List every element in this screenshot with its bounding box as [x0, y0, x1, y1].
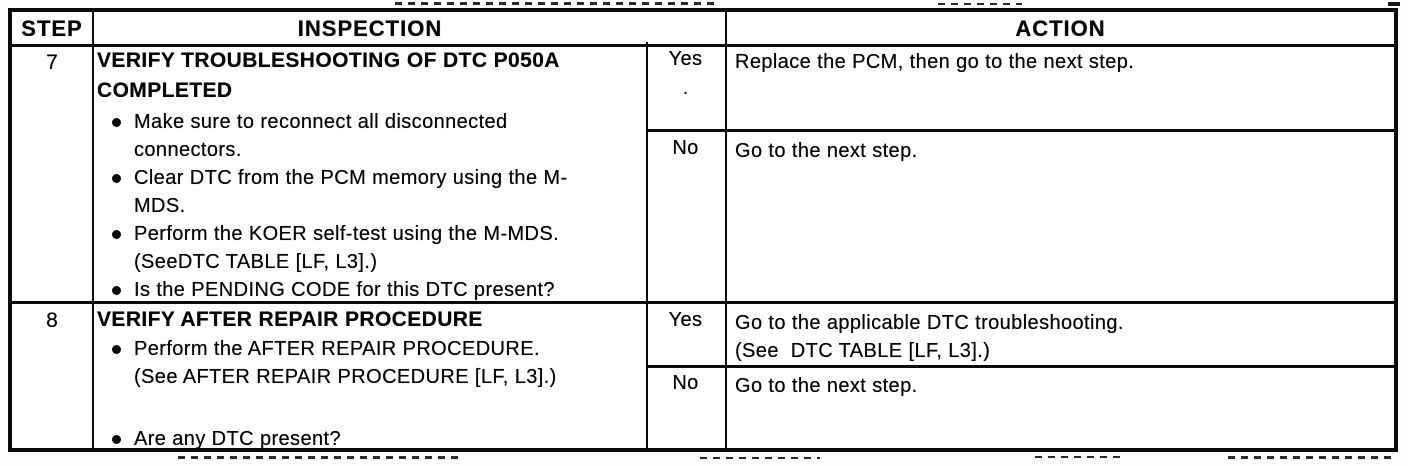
inspection-title: VERIFY TROUBLESHOOTING OF DTC P050A COMP…	[97, 49, 560, 102]
inspection-title: VERIFY AFTER REPAIR PROCEDURE	[97, 308, 483, 331]
table-gridline-yesno-left	[646, 42, 648, 448]
table-gridline-yesno-divider-row7	[646, 129, 1394, 132]
bullet-icon	[112, 435, 121, 444]
scan-noise	[938, 3, 1022, 5]
bullet-icon	[112, 174, 121, 183]
step-number: 8	[46, 309, 58, 332]
inspection-bullet: Make sure to reconnect all disconnected …	[134, 111, 508, 161]
scan-artifact-dot: .	[682, 77, 689, 99]
table-gridline-step-col	[92, 12, 94, 448]
step-number: 7	[46, 51, 58, 74]
inspection-bullet-list: Perform the AFTER REPAIR PROCEDURE. (See…	[97, 335, 642, 453]
inspection-cell: VERIFY TROUBLESHOOTING OF DTC P050A COMP…	[97, 46, 642, 304]
bullet-icon	[112, 230, 121, 239]
scan-noise	[178, 456, 463, 459]
yes-label: Yes	[668, 48, 703, 70]
table-gridline-header-bottom	[12, 44, 1394, 47]
table-gridline-yesno-divider-row8	[646, 365, 1394, 368]
yes-label: Yes	[668, 309, 703, 331]
list-item: Perform the KOER self-test using the M-M…	[97, 220, 642, 276]
bullet-icon	[112, 118, 121, 127]
action-cell: Replace the PCM, then go to the next ste…	[735, 51, 1135, 73]
list-item: Make sure to reconnect all disconnected …	[97, 108, 642, 164]
inspection-bullet-list: Make sure to reconnect all disconnected …	[97, 108, 642, 304]
action-cell: Go to the next step.	[735, 140, 918, 162]
list-item: Clear DTC from the PCM memory using the …	[97, 164, 642, 220]
list-item: Is the PENDING CODE for this DTC present…	[97, 276, 642, 304]
action-cell: Go to the next step.	[735, 375, 918, 397]
scan-noise	[700, 457, 820, 459]
no-label: No	[672, 137, 699, 159]
column-header-inspection: INSPECTION	[297, 16, 443, 41]
bullet-icon	[112, 345, 121, 354]
troubleshooting-table: STEP INSPECTION ACTION 7 VERIFY TROUBLES…	[8, 8, 1398, 452]
inspection-bullet: Perform the AFTER REPAIR PROCEDURE. (See…	[134, 338, 557, 388]
inspection-bullet: Is the PENDING CODE for this DTC present…	[134, 279, 555, 301]
inspection-bullet: Clear DTC from the PCM memory using the …	[134, 167, 568, 217]
scan-noise	[395, 2, 715, 5]
action-cell: Go to the applicable DTC troubleshooting…	[735, 312, 1124, 362]
column-header-step: STEP	[21, 16, 83, 41]
scan-noise	[1388, 2, 1400, 6]
bullet-icon	[112, 286, 121, 295]
table-gridline-action-col	[725, 12, 727, 448]
column-header-action: ACTION	[1015, 16, 1106, 41]
inspection-bullet: Perform the KOER self-test using the M-M…	[134, 223, 560, 273]
list-item: Perform the AFTER REPAIR PROCEDURE. (See…	[97, 335, 642, 391]
table-gridline-row-divider	[12, 301, 1394, 304]
no-label: No	[672, 372, 699, 394]
inspection-cell: VERIFY AFTER REPAIR PROCEDURE Perform th…	[97, 307, 642, 453]
scan-noise	[1035, 456, 1120, 458]
inspection-bullet: Are any DTC present?	[134, 428, 341, 450]
scan-noise	[1228, 456, 1393, 459]
list-item: Are any DTC present?	[97, 425, 642, 453]
